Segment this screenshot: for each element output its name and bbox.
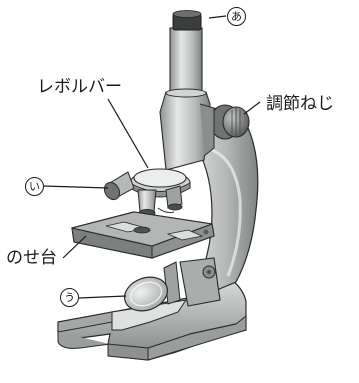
focus-knob [210,105,249,139]
body-tube [160,11,214,171]
label-stage: のせ台 [6,250,57,267]
leader-objective [43,186,108,188]
stage-platform [72,212,214,258]
leader-revolver [108,99,148,168]
leader-mirror [79,296,126,298]
marker-mirror: う [60,288,79,307]
label-revolver: レボルバー [37,79,122,96]
leader-focus-knob [244,102,260,114]
leader-eyepiece [209,16,226,18]
marker-eyepiece: あ [227,7,246,26]
label-focus-knob: 調節ねじ [266,96,334,113]
marker-objective: い [25,177,44,196]
